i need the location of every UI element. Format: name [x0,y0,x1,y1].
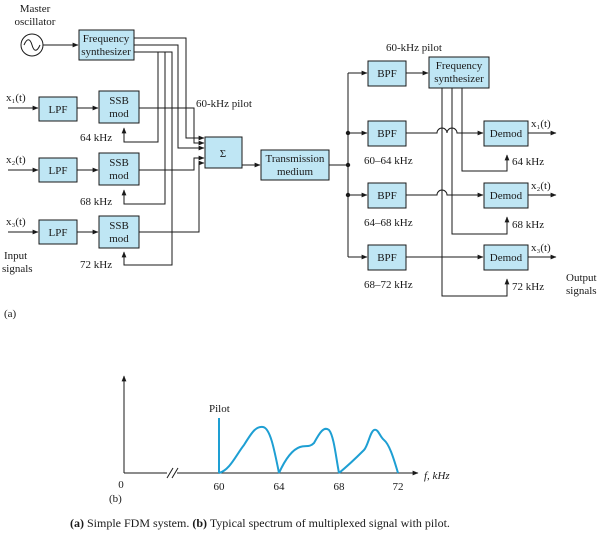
caption-b-text: Typical spectrum of multiplexed signal w… [207,516,450,530]
pilot-label: Pilot [209,403,230,415]
input-signals-label-2: signals [2,263,33,275]
ssb-mod-1-label-2: mod [109,108,129,120]
master-oscillator-label-1: Master [20,3,51,15]
medium-label-2: medium [277,166,313,178]
freq-synth-rx-label-2: synthesizer [434,73,484,85]
input-x1-label: x₁(t) [6,92,26,104]
bpf-3-label: BPF [377,252,397,264]
frequency-synthesizer-rx [428,56,490,89]
ssb-mod-3 [98,215,140,249]
bpf-1 [367,120,407,147]
demod-3-label: Demod [490,252,523,264]
caption-b-tag: (b) [192,516,207,530]
bpf-2-range: 64–68 kHz [364,217,413,229]
freq-synth-tx-label-2: synthesizer [81,46,131,58]
output-signals-label-1: Output [566,272,597,284]
input-signals-label-1: Input [4,250,27,262]
tick-label-72: 72 [393,481,404,493]
frequency-synthesizer-tx [78,29,135,61]
output-x1-label: x₁(t) [531,118,551,130]
ssb-mod-2 [98,152,140,186]
axis-break-1 [166,467,174,479]
demod-3-freq: 72 kHz [512,281,544,293]
bpf-3 [367,244,407,271]
tick-label-60: 60 [214,481,226,493]
bpf-1-label: BPF [377,128,397,140]
ssb-mod-3-label-2: mod [109,233,129,245]
figure-caption: (a) Simple FDM system. (b) Typical spect… [70,516,450,530]
demod-1-freq: 64 kHz [512,156,544,168]
part-a-label: (a) [4,308,17,320]
bpf-1-range: 60–64 kHz [364,155,413,167]
demod-1-label: Demod [490,128,523,140]
lpf-2-label: LPF [49,165,68,177]
bpf-3-range: 68–72 kHz [364,279,413,291]
input-x2-label: x₂(t) [6,154,26,166]
bpf-pilot [367,60,407,87]
sine-wave-icon [23,39,41,51]
summer-block [204,136,243,169]
caption-a-tag: (a) [70,516,84,530]
ssb-1-freq: 64 kHz [80,132,112,144]
lpf-3 [38,219,78,245]
ssb-mod-2-label-1: SSB [109,157,129,169]
ssb-mod-2-label-2: mod [109,170,129,182]
output-x3-label: x₃(t) [531,242,551,254]
demod-2 [483,182,529,209]
demod-2-label: Demod [490,190,523,202]
lpf-3-label: LPF [49,227,68,239]
tick-label-64: 64 [274,481,286,493]
master-oscillator-label-2: oscillator [15,16,56,28]
medium-label-1: Transmission [266,153,325,165]
channel-1-spectrum [218,425,280,474]
ssb-2-freq: 68 kHz [80,196,112,208]
frequency-axis-label: f, kHz [424,470,450,482]
pilot-tx-label: 60-kHz pilot [196,98,252,110]
lpf-1-label: LPF [49,104,68,116]
bpf-2-label: BPF [377,190,397,202]
input-x3-label: x₃(t) [6,216,26,228]
axis-break-2 [171,467,179,479]
channel-3-spectrum [338,428,399,474]
origin-label: 0 [118,479,124,491]
tick-label-68: 68 [334,481,346,493]
ssb-mod-1-label-1: SSB [109,95,129,107]
lpf-1 [38,96,78,122]
ssb-mod-1 [98,90,140,124]
freq-synth-rx-label-1: Frequency [436,60,483,72]
output-x2-label: x₂(t) [531,180,551,192]
pilot-rx-label: 60-kHz pilot [386,42,442,54]
transmission-medium [260,149,330,181]
ssb-mod-3-label-1: SSB [109,220,129,232]
bpf-pilot-label: BPF [377,68,397,80]
channel-2-spectrum [278,427,340,474]
caption-a-text: Simple FDM system. [84,516,192,530]
output-signals-label-2: signals [566,285,597,297]
ssb-3-freq: 72 kHz [80,259,112,271]
demod-2-freq: 68 kHz [512,219,544,231]
freq-synth-tx-label-1: Frequency [83,33,130,45]
summer-symbol: Σ [220,148,226,160]
part-b-label: (b) [109,493,122,505]
